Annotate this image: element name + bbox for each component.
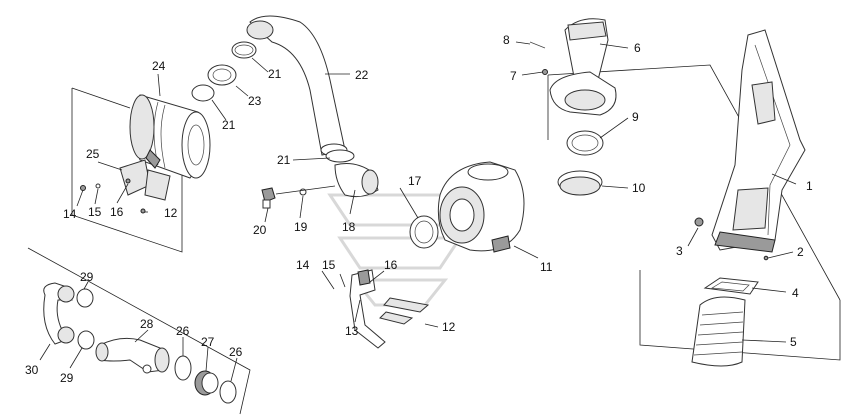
part-17-seal bbox=[409, 215, 439, 249]
callout-labels: 1 2 3 4 5 6 7 8 9 10 11 12 12 13 14 14 1… bbox=[25, 33, 813, 385]
callout-21-top: 21 bbox=[268, 67, 282, 81]
part-3-bolt bbox=[694, 217, 704, 227]
callout-16-center: 16 bbox=[384, 258, 398, 272]
callout-2: 2 bbox=[797, 245, 804, 259]
part-18-elbow bbox=[334, 163, 379, 198]
callout-17: 17 bbox=[408, 174, 422, 188]
part-6-intake-head bbox=[549, 18, 617, 116]
part-27-connector bbox=[194, 370, 219, 396]
callout-13: 13 bbox=[345, 324, 359, 338]
part-2-nut bbox=[763, 255, 769, 261]
part-26-clamp-mid bbox=[174, 355, 192, 381]
callout-18: 18 bbox=[342, 220, 356, 234]
callout-16-left: 16 bbox=[110, 205, 124, 219]
callout-7: 7 bbox=[510, 69, 517, 83]
leader-lines bbox=[39, 41, 797, 382]
callout-25: 25 bbox=[86, 147, 100, 161]
part-7-bolt bbox=[542, 69, 548, 75]
callout-27: 27 bbox=[201, 335, 215, 349]
part-21-clamp-pipe bbox=[325, 149, 355, 163]
part-26-clamp-end bbox=[219, 380, 237, 404]
callout-14-left: 14 bbox=[63, 207, 77, 221]
callout-9: 9 bbox=[632, 110, 639, 124]
part-12-strap-bracket bbox=[379, 297, 430, 325]
callout-11: 11 bbox=[540, 260, 553, 274]
left-fasteners bbox=[80, 178, 146, 214]
part-11-filter-housing bbox=[437, 161, 525, 253]
callout-19: 19 bbox=[294, 220, 308, 234]
sensor-axis-line bbox=[275, 185, 336, 195]
callout-1: 1 bbox=[806, 179, 813, 193]
part-21-clamp-top bbox=[231, 41, 257, 59]
callout-26-mid: 26 bbox=[176, 324, 190, 338]
callout-29-bottom: 29 bbox=[60, 371, 74, 385]
callout-10: 10 bbox=[632, 181, 646, 195]
part-28-pipe bbox=[95, 337, 170, 374]
callout-28: 28 bbox=[140, 317, 154, 331]
callout-14-center: 14 bbox=[296, 258, 310, 272]
part-21-clamp-mid bbox=[191, 84, 215, 102]
callout-26-end: 26 bbox=[229, 345, 243, 359]
callout-30: 30 bbox=[25, 363, 39, 377]
part-25-mount-bracket bbox=[119, 159, 171, 201]
part-4-gasket bbox=[703, 277, 759, 295]
callout-6: 6 bbox=[634, 41, 641, 55]
part-22-intake-pipe bbox=[246, 15, 348, 157]
part-8-tie bbox=[529, 41, 546, 49]
part-23-seal-ring bbox=[207, 64, 237, 86]
callout-21-pipe: 21 bbox=[277, 153, 291, 167]
callout-12-left: 12 bbox=[164, 206, 178, 220]
part-9-seal-ring bbox=[566, 130, 604, 156]
callout-24: 24 bbox=[152, 59, 166, 73]
callout-20: 20 bbox=[253, 223, 267, 237]
callout-29-top: 29 bbox=[80, 270, 94, 284]
callout-21-mid: 21 bbox=[222, 118, 236, 132]
callout-4: 4 bbox=[792, 286, 799, 300]
callout-22: 22 bbox=[355, 68, 369, 82]
part-30-elbow-hose bbox=[43, 282, 75, 345]
part-24-air-filter bbox=[129, 94, 211, 179]
group-frame-lines bbox=[27, 64, 841, 415]
callout-12-center: 12 bbox=[442, 320, 456, 334]
part-5-bellows bbox=[691, 296, 746, 367]
part-20-sensor bbox=[261, 187, 276, 209]
callout-23: 23 bbox=[248, 94, 262, 108]
part-10-clamp-ring bbox=[557, 170, 603, 196]
callout-5: 5 bbox=[790, 335, 797, 349]
callout-15-center: 15 bbox=[322, 258, 336, 272]
part-13-bracket bbox=[349, 269, 386, 349]
callout-15-left: 15 bbox=[88, 205, 102, 219]
callout-3: 3 bbox=[676, 244, 683, 258]
part-1-intake-duct bbox=[711, 29, 806, 253]
part-29-clamp-top bbox=[76, 288, 94, 308]
callout-8: 8 bbox=[503, 33, 510, 47]
part-29-clamp-bottom bbox=[77, 330, 95, 350]
